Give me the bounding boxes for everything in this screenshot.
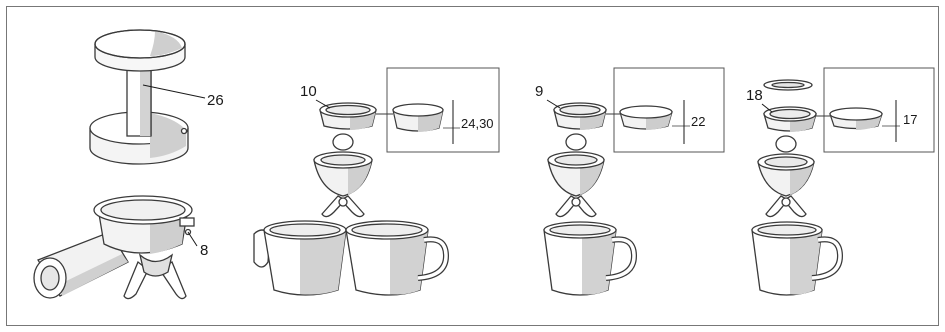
dimension-double: 24,30	[461, 116, 494, 131]
double-filter-assembly	[253, 102, 450, 296]
callout-tamper: 26	[207, 92, 224, 109]
filter-holder-leader-line	[187, 231, 198, 247]
callout-filter-double: 10	[300, 83, 317, 100]
filter-double-leader-line	[315, 99, 331, 109]
pod-filter-assembly	[751, 79, 844, 296]
tamper-leader-line	[142, 84, 206, 99]
callout-filter-holder: 8	[200, 242, 208, 259]
dimension-pod: 17	[903, 112, 917, 127]
single-filter-assembly	[543, 102, 638, 296]
filter-pod-leader-line	[761, 103, 773, 113]
callout-filter-single: 9	[535, 83, 543, 100]
pod-dimension-detail	[816, 67, 935, 153]
filter-single-leader-line	[546, 99, 561, 109]
callout-filter-pod: 18	[746, 87, 763, 104]
dimension-single: 22	[691, 114, 705, 129]
filter-holder-illustration	[33, 195, 195, 300]
double-dimension-detail	[376, 67, 500, 153]
tamper-illustration	[89, 29, 189, 165]
single-dimension-detail	[606, 67, 725, 153]
